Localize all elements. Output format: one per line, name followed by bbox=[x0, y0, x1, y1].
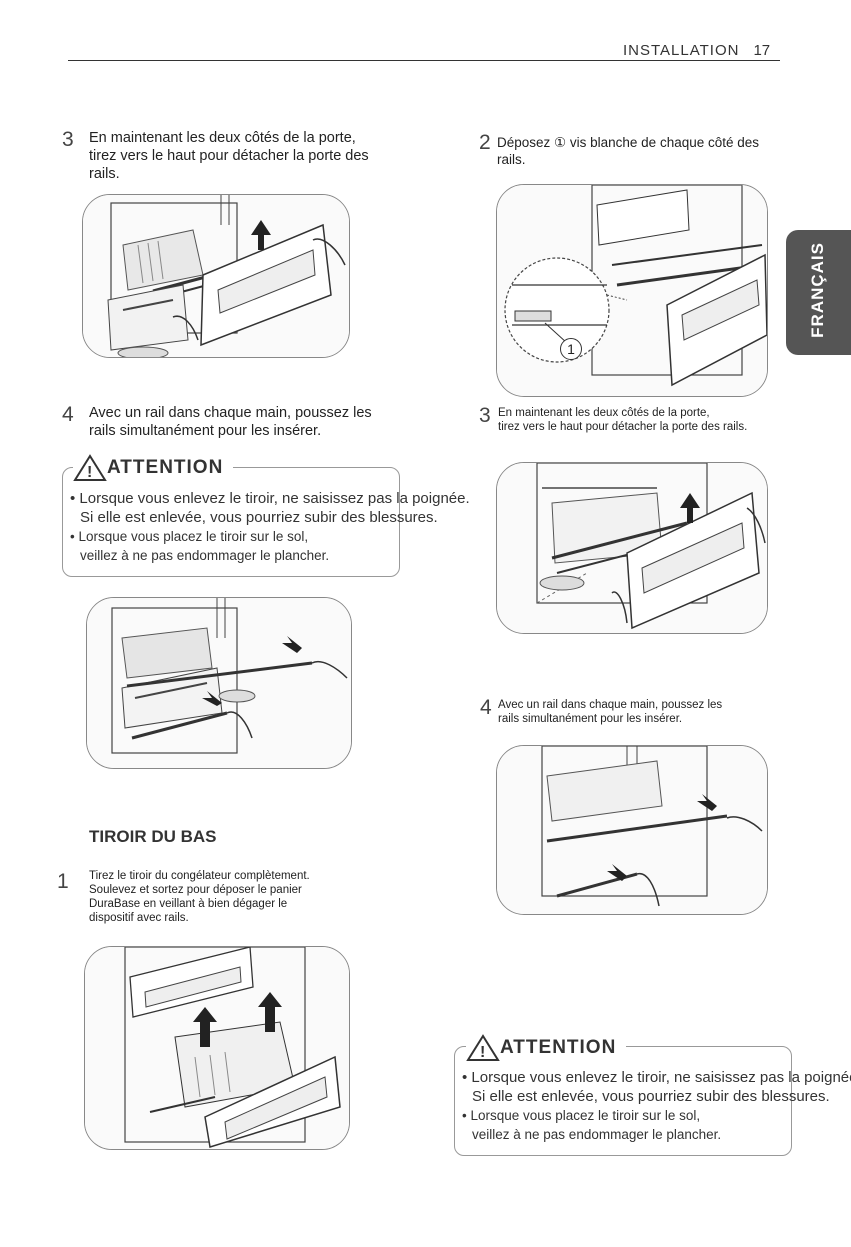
left-step4-text: Avec un rail dans chaque main, poussez l… bbox=[89, 405, 372, 439]
language-tab: FRANÇAIS bbox=[786, 230, 851, 355]
right-step4-number: 4 bbox=[480, 696, 492, 719]
right-step3-text: En maintenant les deux côtés de la porte… bbox=[498, 407, 748, 433]
header-rule bbox=[68, 60, 780, 61]
figure-door-lift-right bbox=[496, 462, 768, 634]
rail-insert-illustration bbox=[87, 598, 351, 768]
drawer-lift-illustration bbox=[83, 195, 349, 357]
warning-triangle-icon: ! bbox=[466, 1034, 500, 1061]
figure-rail-insert-right bbox=[496, 745, 768, 915]
right-step4-text: Avec un rail dans chaque main, poussez l… bbox=[498, 699, 723, 725]
section-title-tiroir-du-bas: TIROIR DU BAS bbox=[89, 827, 217, 846]
rail-insert-illustration-right bbox=[497, 746, 767, 914]
left-step1-number: 1 bbox=[57, 870, 69, 893]
left-attention-content: • Lorsque vous enlevez le tiroir, ne sai… bbox=[70, 490, 470, 563]
left-attention-title: ATTENTION bbox=[107, 457, 230, 479]
page-header: INSTALLATION 17 bbox=[623, 42, 770, 59]
svg-text:!: ! bbox=[480, 1044, 485, 1061]
left-attention-header: ! ATTENTION bbox=[73, 454, 234, 482]
screw-removal-illustration bbox=[497, 185, 767, 396]
warning-triangle-icon: ! bbox=[73, 454, 107, 481]
section-name: INSTALLATION bbox=[623, 42, 740, 59]
drawer-lift-illustration-right bbox=[497, 463, 767, 633]
right-step3-number: 3 bbox=[479, 404, 491, 427]
figure-door-lift bbox=[82, 194, 350, 358]
left-step3-text: En maintenant les deux côtés de la porte… bbox=[89, 130, 369, 182]
language-tab-label: FRANÇAIS bbox=[808, 242, 827, 338]
page-number: 17 bbox=[753, 42, 771, 59]
basket-removal-illustration bbox=[85, 947, 349, 1149]
right-attention-header: ! ATTENTION bbox=[466, 1034, 627, 1062]
figure-basket-removal bbox=[84, 946, 350, 1150]
right-step2-text: Déposez ① vis blanche de chaque côté des… bbox=[497, 135, 760, 167]
right-attention-title: ATTENTION bbox=[500, 1037, 623, 1059]
left-step4-number: 4 bbox=[62, 403, 74, 426]
callout-screw-1: 1 bbox=[560, 338, 582, 360]
left-step3-number: 3 bbox=[62, 128, 74, 151]
right-step2-number: 2 bbox=[479, 131, 491, 154]
svg-text:!: ! bbox=[87, 464, 92, 481]
left-step1-text: Tirez le tiroir du congélateur complètem… bbox=[89, 870, 310, 924]
right-attention-content: • Lorsque vous enlevez le tiroir, ne sai… bbox=[462, 1069, 851, 1142]
figure-screw-removal: 1 bbox=[496, 184, 768, 397]
figure-rail-insert-left bbox=[86, 597, 352, 769]
